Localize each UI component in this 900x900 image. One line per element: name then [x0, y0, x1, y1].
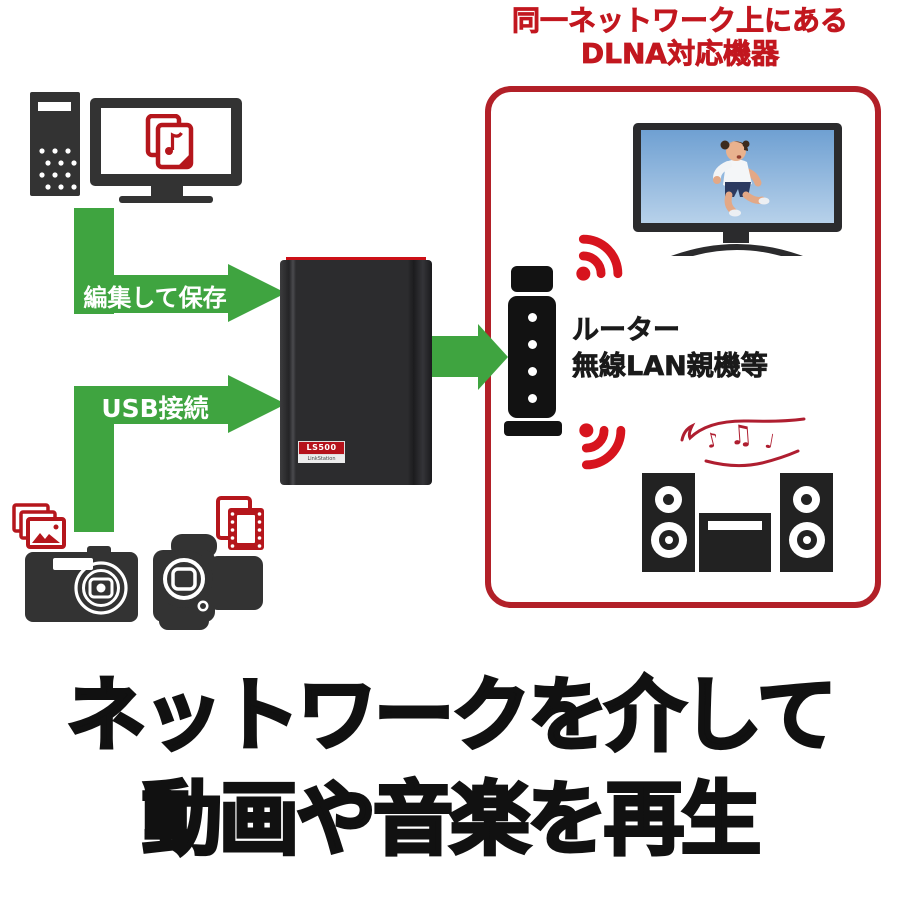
arrow-edit-save-head: [228, 264, 286, 322]
speaker-woofer: [651, 522, 687, 558]
dlna-heading: 同一ネットワーク上にある DLNA対応機器: [470, 4, 890, 71]
router-led: [528, 340, 537, 349]
tv-photo: [641, 130, 834, 223]
router-led: [528, 367, 537, 376]
pc-tower-vents: [39, 148, 77, 190]
music-swoosh: [678, 412, 808, 472]
tv-stand-neck: [723, 231, 749, 243]
arrow-usb-label: USB接続: [101, 394, 209, 423]
nas-label: LS500 LinkStation: [298, 441, 345, 463]
router-led: [528, 394, 537, 403]
nas-top-accent: [286, 257, 426, 262]
wifi-signal-icon-bottom: [576, 421, 634, 477]
dlna-heading-line2: DLNA対応機器: [580, 37, 780, 71]
nas-model-label: LS500: [298, 441, 345, 455]
router-icon: [508, 296, 556, 418]
arrow-nas-to-router-body: [432, 336, 478, 377]
speaker-right-icon: [780, 473, 833, 572]
pc-tower-drive-slot: [38, 102, 71, 111]
monitor-icon: [90, 98, 242, 186]
monitor-stand-base: [119, 196, 213, 203]
media-file-icon: [145, 114, 194, 170]
router-label-line2: 無線LAN親機等: [572, 351, 768, 383]
film-strip-icon: [215, 495, 267, 553]
dlna-heading-line1: 同一ネットワーク上にある: [511, 4, 849, 38]
router-label-line1: ルーター: [572, 315, 681, 347]
photo-stack-icon: [12, 503, 66, 557]
router-icon-base: [504, 421, 562, 436]
tv-photo-running-child: [641, 130, 834, 223]
router-icon-cap: [511, 266, 553, 292]
stereo-center-unit-icon: [699, 513, 771, 572]
arrow-usb-head: [228, 375, 286, 433]
nas-device: LS500 LinkStation: [280, 257, 432, 485]
monitor-screen: [101, 108, 231, 174]
nas-brand-label: LinkStation: [298, 455, 345, 463]
arrow-edit-save-body: [74, 275, 228, 313]
headline: ネットワークを介して 動画や音楽を再生: [0, 664, 900, 872]
stereo-disc-slot: [708, 521, 762, 530]
speaker-woofer: [789, 522, 825, 558]
speaker-tweeter: [793, 486, 820, 513]
headline-line2: 動画や音楽を再生: [140, 771, 763, 868]
monitor-stand-neck: [151, 186, 183, 196]
arrow-nas-to-router-head: [478, 324, 508, 390]
camera-icon: [25, 540, 139, 624]
wifi-signal-icon-top: [574, 226, 630, 284]
camcorder-icon: [145, 534, 265, 632]
speaker-left-icon: [642, 473, 695, 572]
tv-stand-base: [669, 241, 805, 256]
arrow-usb-body: [74, 386, 228, 424]
router-led: [528, 313, 537, 322]
arrow-edit-save-label: 編集して保存: [83, 284, 227, 312]
music-note-icon: ♫: [727, 419, 755, 452]
pc-tower-icon: [30, 92, 80, 196]
speaker-tweeter: [655, 486, 682, 513]
headline-line1: ネットワークを介して: [64, 667, 838, 764]
arrow-usb-vertical: [74, 424, 114, 532]
